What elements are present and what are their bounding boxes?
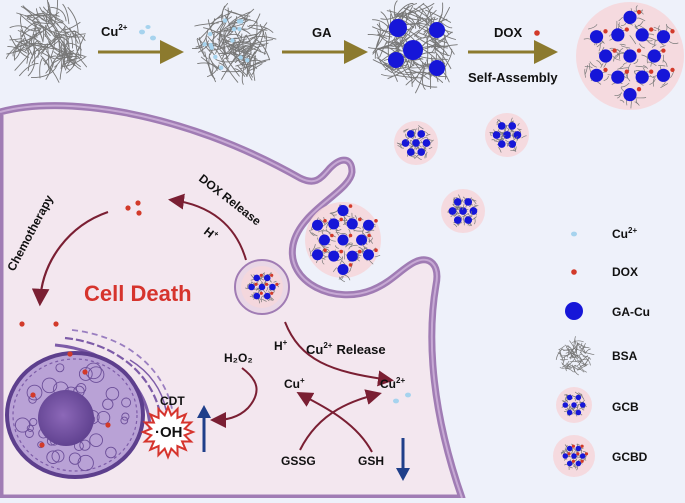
legend-label-bsa: BSA (612, 349, 638, 363)
legend-label-ga-cu: GA-Cu (612, 305, 650, 319)
cu-ion-icon (571, 231, 577, 237)
gcb-particle-icon (556, 387, 592, 423)
reagent-dox-label: DOX (494, 25, 523, 40)
reagent-ga-label: GA (312, 25, 332, 40)
oh-radical-label: ·OH (155, 424, 183, 441)
h2o2-label: H₂O₂ (224, 351, 253, 365)
cu-plus-label: Cu+ (284, 376, 305, 391)
up-arrow-icon (197, 405, 211, 452)
legend-label-gcb: GCB (612, 400, 639, 414)
cdt-label: CDT (160, 394, 185, 408)
arrow-dox-release (168, 193, 247, 261)
arrow-fenton (210, 367, 258, 428)
oh-burst-icon (140, 404, 196, 460)
bsa-cu-cluster (191, 3, 277, 85)
cu-ion-dots (139, 25, 156, 41)
dox-dot-icon (534, 30, 540, 36)
legend-label-gcbd: GCBD (612, 450, 648, 464)
arrow-chemotherapy (31, 210, 109, 307)
gcb-particle-free-2 (485, 113, 529, 157)
gcbd-endocytosed-particle (305, 202, 381, 283)
gcb-particle-free-3 (441, 189, 485, 233)
nucleus-dox-dots (19, 321, 59, 327)
h-plus-label-2: H+ (274, 338, 288, 353)
gssg-label: GSSG (281, 454, 316, 468)
arrow-redox-cross (296, 389, 382, 453)
released-dox-dots (125, 200, 142, 216)
ga-cu-sphere-icon (565, 302, 583, 320)
cu-release-label: Cu2+Release (306, 341, 386, 357)
gcbd-particle-icon (553, 435, 595, 477)
dox-dot-icon (571, 269, 577, 275)
self-assembly-label: Self-Assembly (468, 70, 558, 85)
nucleus (5, 351, 145, 479)
legend: Cu2+ DOX GA-Cu BSA GCB GCBD (553, 226, 650, 477)
bsa-fiber-icon (555, 336, 595, 376)
cell-death-title: Cell Death (84, 281, 192, 306)
gcbd-large-particle (576, 2, 684, 110)
gsh-label: GSH (358, 454, 384, 468)
cu-2plus-label: Cu2+ (380, 376, 405, 391)
reagent-cu-label: Cu2+ (101, 23, 128, 39)
arrow-cu-release (284, 321, 394, 387)
gcb-cluster (367, 0, 458, 94)
endosome-particle (241, 266, 283, 308)
cu-ion-dots-cell (393, 392, 411, 404)
legend-label-dox: DOX (612, 265, 638, 279)
down-arrow-icon (396, 438, 410, 481)
gcb-particle-free-1 (394, 121, 438, 165)
nucleolus (38, 390, 94, 446)
bsa-cluster (5, 0, 88, 83)
legend-label-cu: Cu2+ (612, 226, 637, 241)
